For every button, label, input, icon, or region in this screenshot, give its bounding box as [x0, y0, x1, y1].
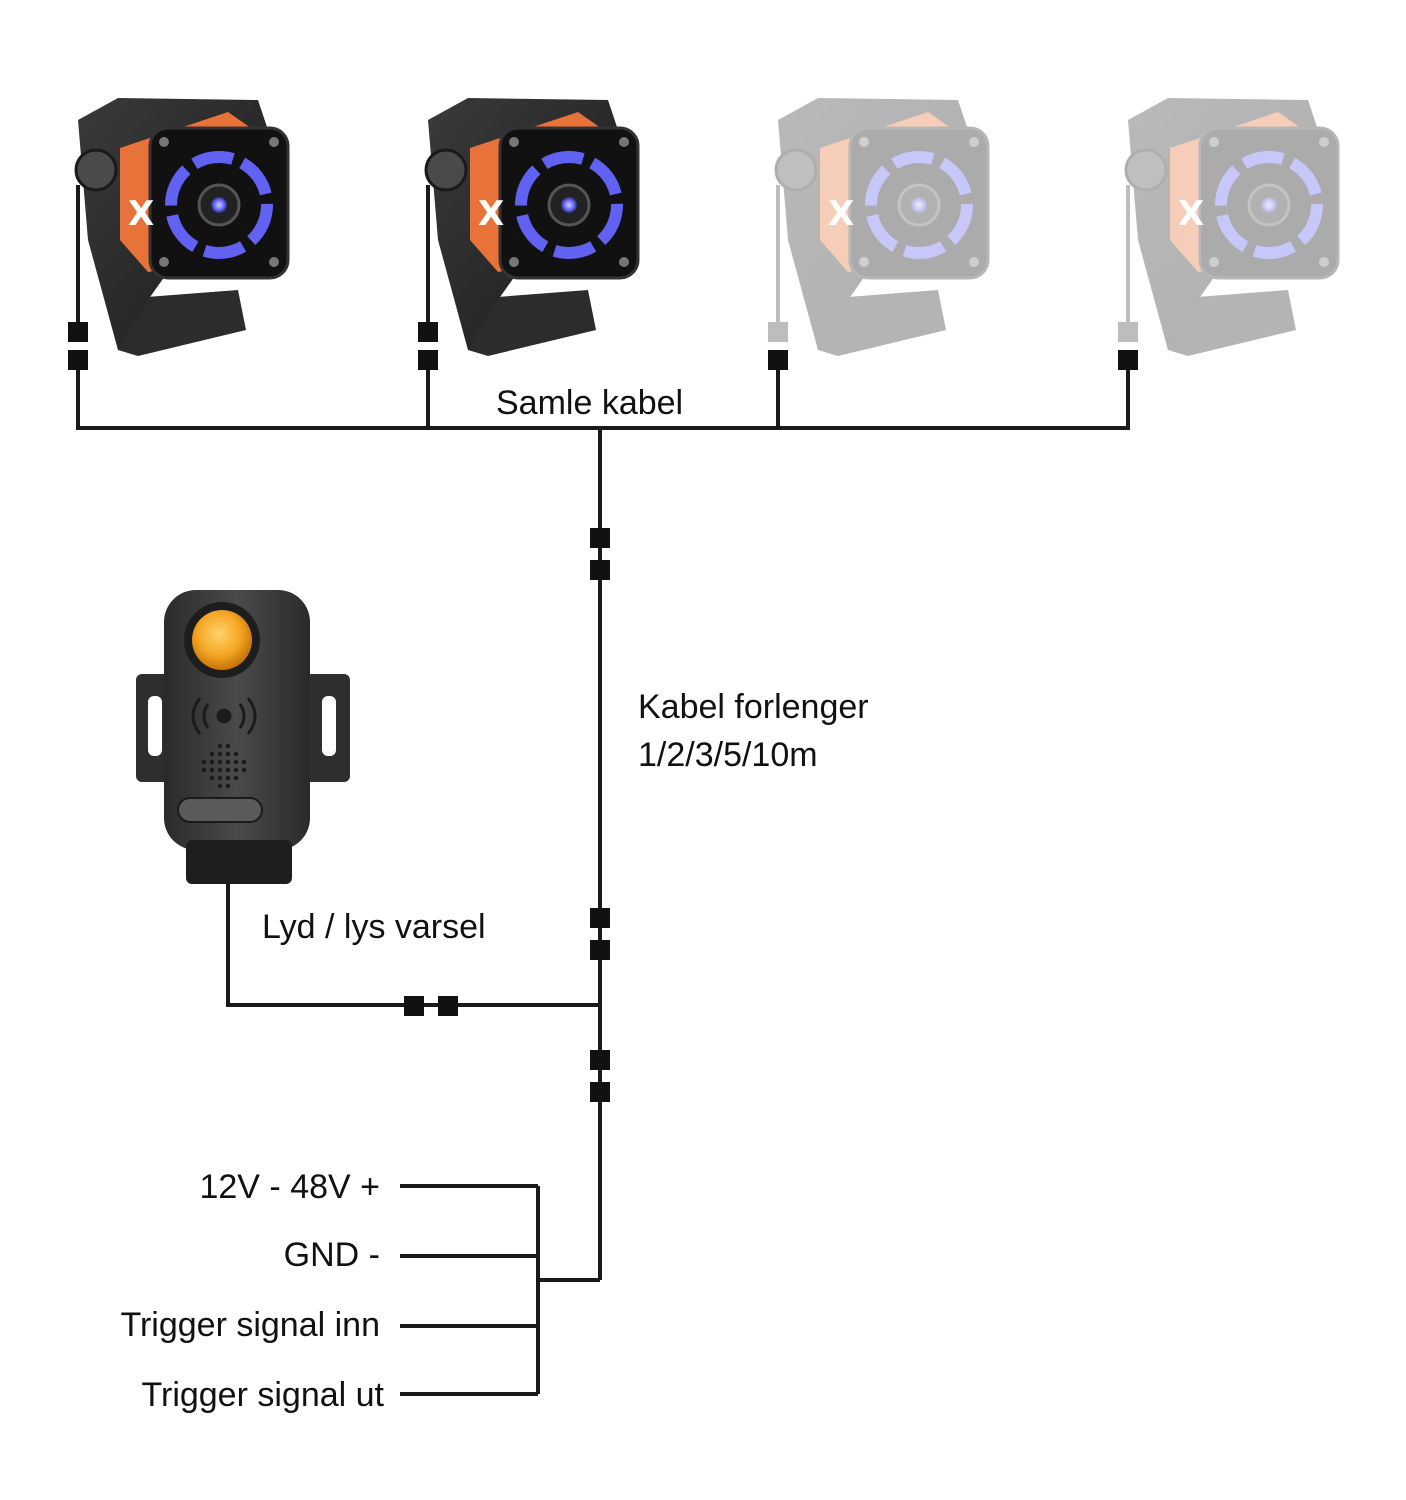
connector — [68, 322, 88, 342]
extension-label-line1: Kabel forlenger — [638, 688, 869, 726]
connector — [590, 1082, 610, 1102]
connector — [590, 1050, 610, 1070]
wireless-icon — [191, 697, 257, 735]
bus-cable-label: Samle kabel — [496, 384, 683, 422]
connector — [1118, 322, 1138, 342]
svg-text:X: X — [128, 194, 154, 234]
alarm-label: Lyd / lys varsel — [262, 908, 486, 946]
camera-4: X — [1124, 98, 1340, 356]
power-signal-wires — [400, 1184, 600, 1396]
alarm-unit — [136, 590, 350, 884]
extension-label-line2: 1/2/3/5/10m — [638, 736, 818, 774]
connector — [768, 322, 788, 342]
brand-logo — [177, 797, 263, 823]
alarm-cable — [226, 884, 600, 1016]
connector — [438, 996, 458, 1016]
camera-connectors — [68, 322, 1138, 370]
connector — [1118, 350, 1138, 370]
bus-cable — [76, 185, 1130, 430]
connector — [590, 908, 610, 928]
connector — [418, 322, 438, 342]
gnd-label: GND - — [284, 1236, 380, 1274]
speaker-icon — [201, 743, 247, 789]
connector — [768, 350, 788, 370]
connector — [68, 350, 88, 370]
power-plus-label: 12V - 48V + — [199, 1168, 380, 1206]
camera-3: X — [774, 98, 990, 356]
svg-text:X: X — [478, 194, 504, 234]
camera-2: X — [424, 98, 640, 356]
svg-text:X: X — [1178, 194, 1204, 234]
camera-1: X — [74, 98, 290, 356]
trigger-in-label: Trigger signal inn — [120, 1306, 380, 1344]
connector — [590, 940, 610, 960]
connector — [590, 560, 610, 580]
svg-text:X: X — [828, 194, 854, 234]
connector — [404, 996, 424, 1016]
connector — [418, 350, 438, 370]
connector — [590, 528, 610, 548]
trigger-out-label: Trigger signal ut — [141, 1376, 384, 1414]
trunk-cable — [590, 428, 610, 1280]
